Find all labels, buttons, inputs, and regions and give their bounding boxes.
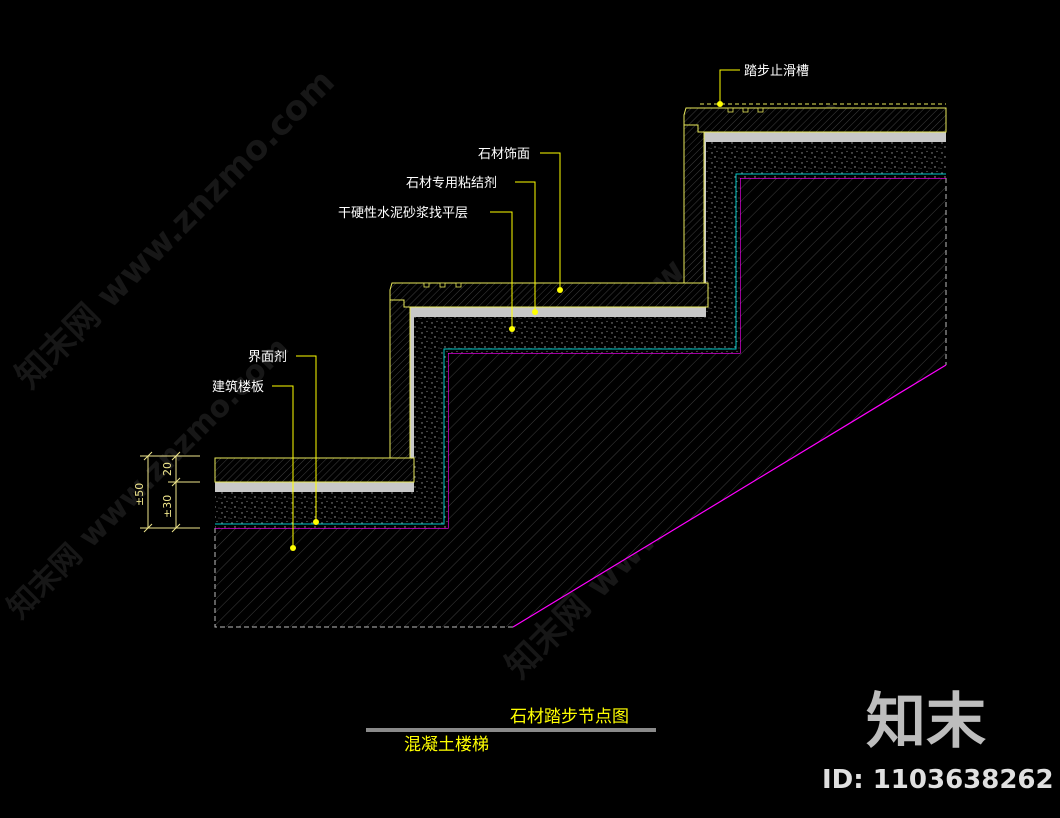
label-anti-slip-groove: 踏步止滑槽: [744, 64, 809, 79]
watermark-text: 知末网 www.znzmo.com: [8, 62, 343, 397]
anti-slip-grooves: [423, 107, 764, 288]
stone-tread-lower: [214, 457, 415, 483]
stone-tread-middle: [389, 282, 709, 308]
stone-riser-middle: [389, 299, 411, 459]
dimension-total: ±50: [133, 483, 146, 506]
adhesive-layer: [215, 132, 946, 492]
brand-logo: 知末: [866, 687, 986, 757]
title-underline: [366, 728, 656, 732]
label-dry-mortar: 干硬性水泥砂浆找平层: [338, 206, 468, 221]
label-stone-adhesive: 石材专用粘结剂: [406, 176, 497, 191]
label-stone-finish: 石材饰面: [478, 147, 530, 162]
leader-dots: [290, 101, 723, 551]
concrete-slab: [215, 178, 946, 627]
label-interface-agent: 界面剂: [248, 350, 287, 365]
dimension-top: 20: [161, 462, 174, 476]
image-id: ID: 1103638262: [822, 765, 1054, 795]
label-floor-slab: 建筑楼板: [212, 379, 264, 395]
mortar-layer: [215, 142, 946, 528]
dimension-bottom: ±30: [161, 495, 174, 518]
dimension-group: [140, 451, 200, 533]
drawing-subtitle: 混凝土楼梯: [404, 735, 489, 755]
stone-tread-upper: [683, 107, 947, 133]
drawing-title: 石材踏步节点图: [510, 707, 629, 727]
slab-soffit-line: [512, 364, 947, 628]
interface-line: [215, 173, 946, 525]
leader-lines: [272, 69, 740, 548]
slab-outline-left: [214, 528, 513, 628]
stone-riser-upper: [683, 124, 705, 284]
